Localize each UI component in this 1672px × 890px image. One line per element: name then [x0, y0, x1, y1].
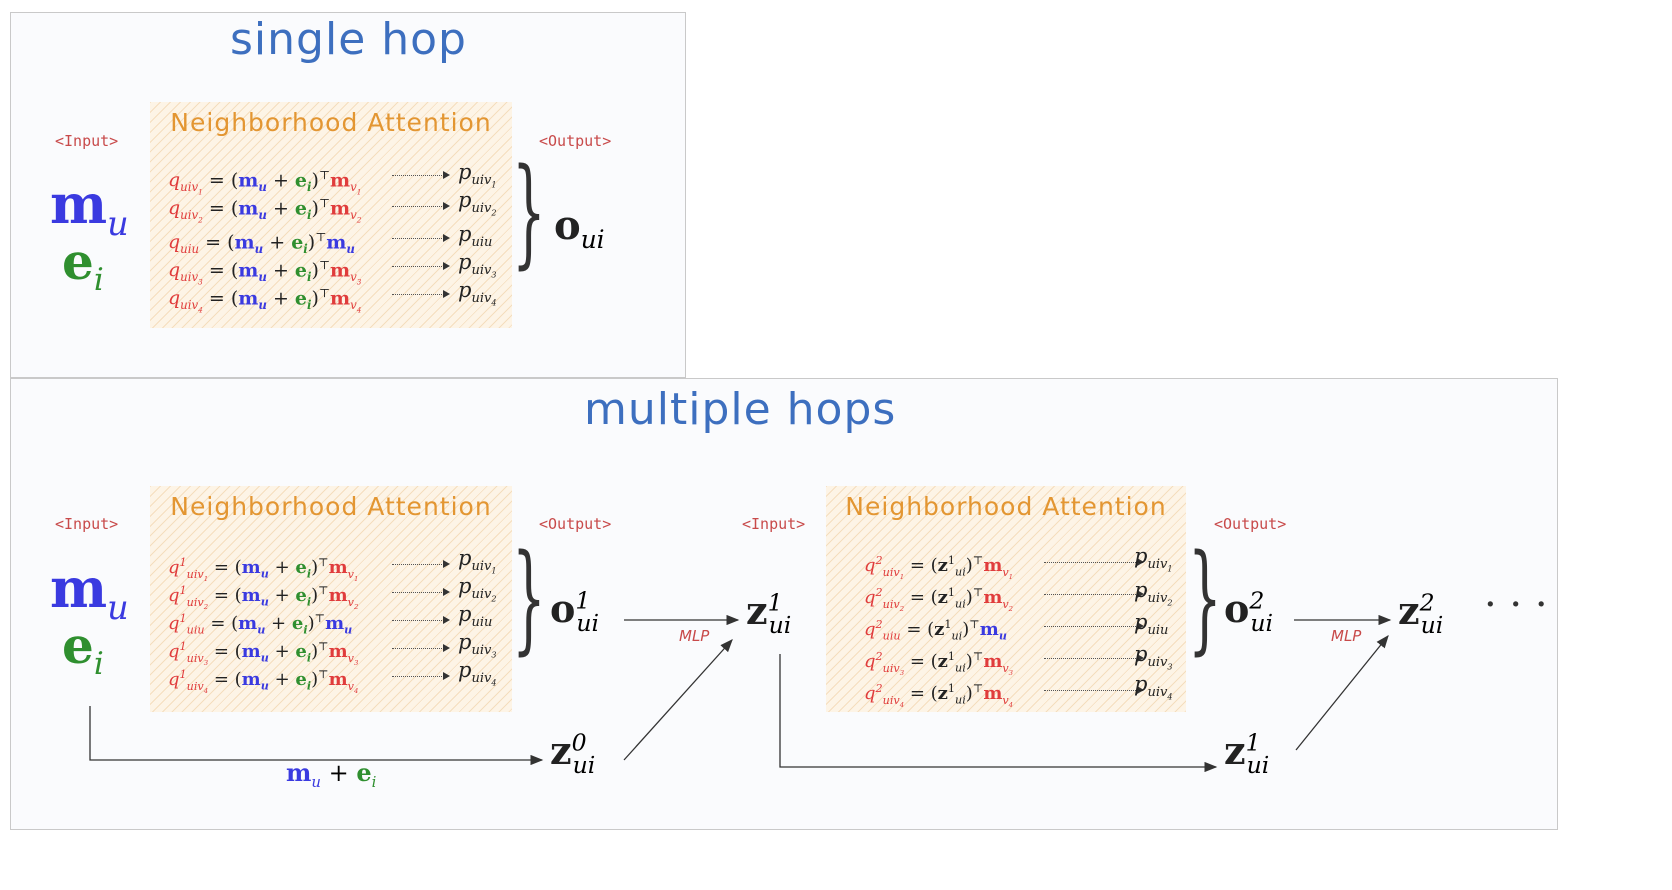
- single-hop-title: single hop: [230, 14, 467, 65]
- multiple-hops-title: multiple hops: [584, 384, 897, 435]
- hop2-mlp-label: MLP: [1331, 627, 1362, 645]
- single-eq-v2: quiv2 = (mu + ei)⊤mv2: [168, 196, 362, 225]
- hop1-input-mu: mu: [50, 556, 129, 627]
- hop1-output-o1: o1ui: [550, 586, 600, 637]
- single-input-tag: <Input>: [55, 132, 119, 150]
- single-output-tag: <Output>: [539, 132, 612, 150]
- single-attention-block: Neighborhood Attention quiv1 = (mu + ei)…: [150, 102, 512, 328]
- hop1-attention-block: Neighborhood Attention q1uiv1 = (mu + ei…: [150, 486, 512, 712]
- hop2-brace: }: [1188, 528, 1222, 666]
- hop2-input-tag: <Input>: [742, 515, 806, 533]
- hop2-attention-block: Neighborhood Attention q2uiv1 = (z1ui)⊤m…: [826, 486, 1186, 712]
- continuation-ellipsis: · · ·: [1484, 582, 1548, 628]
- single-attention-title: Neighborhood Attention: [170, 108, 492, 137]
- hop1-brace: }: [512, 528, 546, 666]
- single-eq-u: quiu = (mu + ei)⊤mu: [168, 230, 355, 257]
- single-input-mu: mu: [50, 172, 129, 243]
- single-output-oui: oui: [554, 202, 605, 254]
- single-eq-v3: quiv3 = (mu + ei)⊤mv3: [168, 258, 362, 287]
- hop2-attention-title: Neighborhood Attention: [845, 492, 1167, 521]
- hop1-z1: z1ui: [746, 588, 792, 639]
- hop1-mlp-label: MLP: [679, 627, 710, 645]
- single-brace: }: [512, 142, 546, 280]
- hop1-attention-title: Neighborhood Attention: [170, 492, 492, 521]
- hop2-output-tag: <Output>: [1214, 515, 1287, 533]
- single-eq-v1: quiv1 = (mu + ei)⊤mv1: [168, 168, 362, 197]
- residual-mu-plus-ei: mu + ei: [286, 758, 377, 791]
- single-input-ei: ei: [62, 232, 104, 298]
- hop1-input-ei: ei: [62, 616, 104, 682]
- hop1-input-tag: <Input>: [55, 515, 119, 533]
- single-eq-v4: quiv4 = (mu + ei)⊤mv4: [168, 286, 362, 315]
- hop1-output-tag: <Output>: [539, 515, 612, 533]
- hop2-output-o2: o2ui: [1224, 586, 1274, 637]
- hop2-z1-residual: z1ui: [1224, 728, 1270, 779]
- hop2-z2: z2ui: [1398, 588, 1444, 639]
- hop1-z0: z0ui: [550, 728, 596, 779]
